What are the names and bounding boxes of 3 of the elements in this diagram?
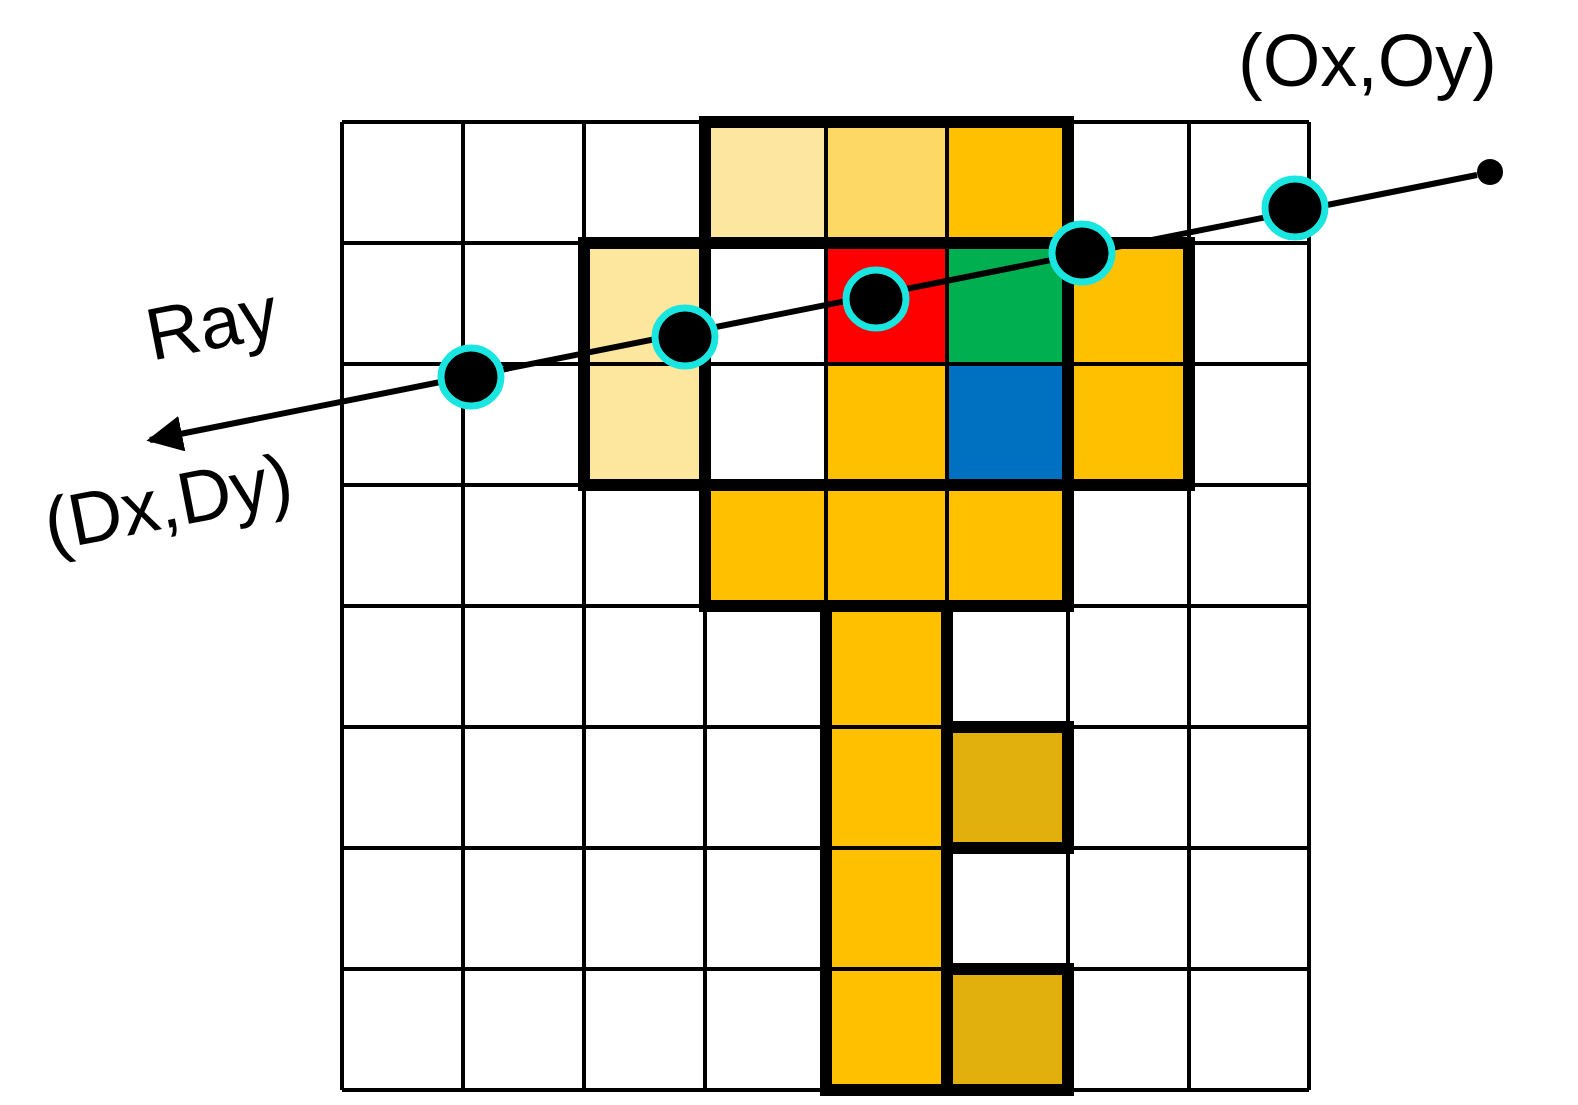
origin-point	[1477, 159, 1503, 185]
direction-label: (Dx,Dy)	[38, 442, 299, 563]
ray-label: Ray	[140, 274, 284, 373]
